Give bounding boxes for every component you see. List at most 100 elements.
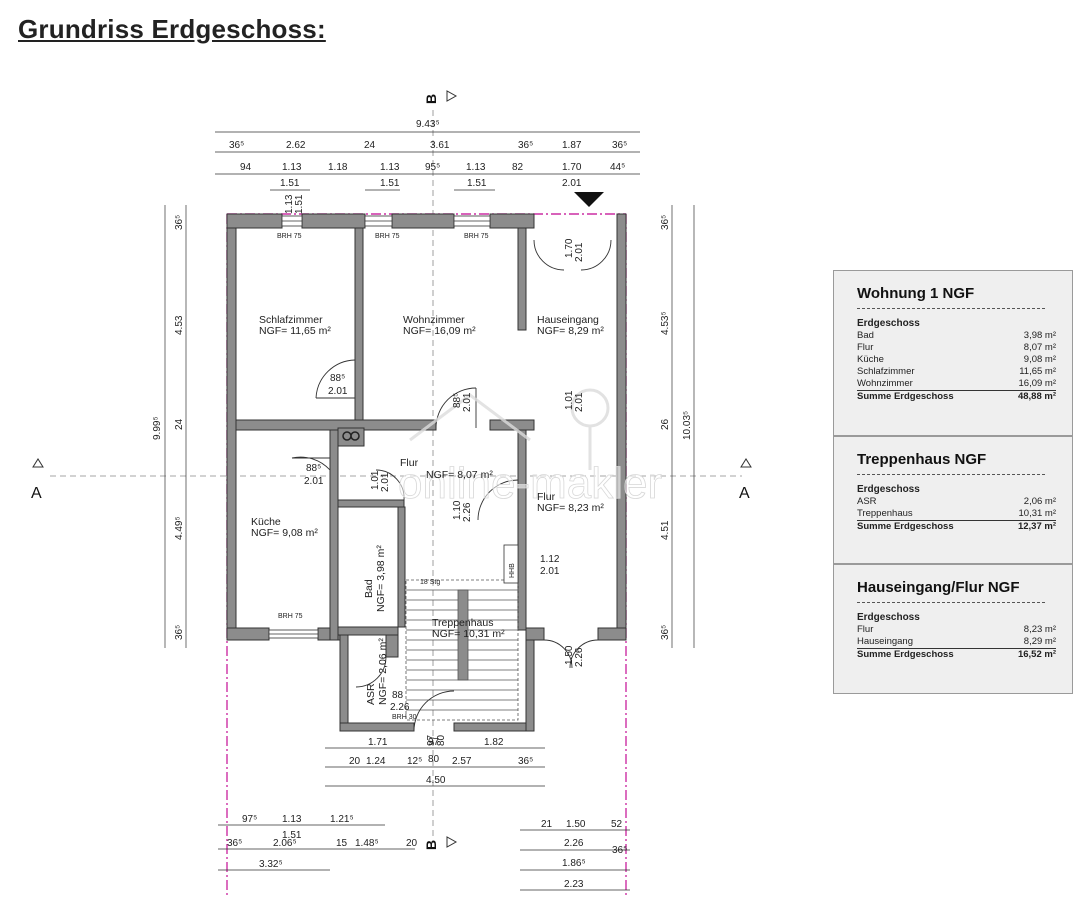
dim-text: 88⁵ [330, 373, 345, 384]
section-a-right: A [739, 485, 750, 502]
dim-text: 44⁵ [610, 162, 625, 173]
room-name: Flur [400, 457, 419, 469]
table-row: Hauseingang 8,29 m² [857, 636, 1056, 648]
dim-text: 97 [428, 737, 440, 748]
sum-label: Summe Erdgeschoss [857, 521, 954, 532]
sill-height-label: BRH 75 [464, 233, 489, 240]
dim-text: 1.10 [452, 500, 463, 520]
room-name: Küche [251, 516, 281, 528]
row-value: 3,98 m² [1023, 330, 1056, 341]
dim-text: 24 [174, 418, 185, 430]
dim-text: 82 [512, 162, 524, 173]
dim-text: 36⁵ [612, 845, 627, 856]
row-value: 11,65 m² [1019, 366, 1056, 377]
sum-value: 12,37 m² [1017, 521, 1056, 532]
dim-text: 4.53⁵ [660, 311, 671, 335]
row-label: Hauseingang [857, 636, 913, 647]
dim-text: 1.50 [564, 645, 575, 665]
watermark-logo [409, 388, 610, 470]
row-label: Treppenhaus [857, 508, 913, 519]
dim-text: 20 [349, 756, 361, 767]
hhb-label: HHB [509, 563, 516, 578]
dim-text: 1.13 [380, 162, 400, 173]
sill-height-label: BRH 75 [278, 613, 303, 620]
dim-text: 1.13 [466, 162, 486, 173]
dim-text: 2.01 [304, 476, 324, 487]
section-a-right-arrow-icon [740, 458, 752, 468]
row-label: Küche [857, 354, 884, 365]
room-area: NGF= 10,31 m² [432, 628, 505, 640]
dim-text: 1.82 [484, 737, 504, 748]
dim-text: 1.71 [368, 737, 388, 748]
room-area: NGF= 8,07 m² [426, 469, 493, 481]
row-value: 8,29 m² [1023, 636, 1056, 647]
room-area: NGF= 11,65 m² [259, 325, 331, 337]
dim-text: 97⁵ [242, 814, 257, 825]
dim-text: 1.50 [566, 819, 586, 830]
dim-text: 4.49⁵ [174, 516, 185, 540]
room-name: Hauseingang [537, 314, 599, 326]
windows [268, 215, 491, 639]
dim-text: 36⁵ [660, 215, 671, 230]
dim-text: 1.48⁵ [355, 838, 379, 849]
dim-text: 1.01 [370, 470, 381, 490]
section-markers: B B A A [31, 90, 752, 850]
small-labels: BRH 75 BRH 75 BRH 75 BRH 75 BRH 30 18 St… [277, 233, 516, 721]
stair-count-label: 18 Stg [420, 579, 440, 586]
dim-text: 88⁵ [452, 393, 463, 408]
dim-text: 1.51 [467, 178, 487, 189]
room-name: ASR [365, 683, 377, 705]
dim-text: 95⁵ [425, 162, 440, 173]
dim-overall-width: 9.43⁵ [416, 119, 440, 130]
dim-text: 1.51 [380, 178, 400, 189]
dim-text: 2.26 [462, 502, 473, 522]
dim-text: 36⁵ [612, 140, 627, 151]
section-a-left: A [31, 485, 42, 502]
dim-text: 1.70 [564, 238, 575, 258]
dim-text: 24 [364, 140, 376, 151]
chimney-icon [342, 431, 360, 441]
dim-text: 36⁵ [229, 140, 244, 151]
room-area: NGF= 9,08 m² [251, 527, 318, 539]
dim-text: 1.18 [328, 162, 348, 173]
sum-label: Summe Erdgeschoss [857, 649, 954, 660]
dim-text: 88 [392, 690, 404, 701]
dim-text: 2.01 [380, 472, 391, 492]
dim-text: 1.21⁵ [330, 814, 354, 825]
dim-text: 1.01 [564, 390, 575, 410]
dim-text: 2.62 [286, 140, 306, 151]
sill-height-label: BRH 75 [277, 233, 302, 240]
dim-text: 1.87 [562, 140, 582, 151]
dim-text: 2.26 [574, 647, 585, 667]
dim-text: 2.57 [452, 756, 472, 767]
dim-text: 94 [240, 162, 252, 173]
sum-value: 16,52 m² [1017, 649, 1056, 660]
dim-text: 88⁵ [306, 463, 321, 474]
row-value: 2,06 m² [1023, 496, 1056, 507]
dim-text: 1.13 [282, 162, 302, 173]
dim-text: 4.53 [174, 315, 185, 335]
row-label: Flur [857, 624, 874, 635]
dim-text: 36⁵ [227, 838, 242, 849]
dim-text: 4.51 [660, 520, 671, 540]
room-name: Bad [363, 579, 375, 598]
dim-text: 2.01 [462, 392, 473, 412]
row-label: Flur [857, 342, 874, 353]
dim-text: 80 [428, 754, 440, 765]
table-heading: Treppenhaus NGF [857, 451, 987, 468]
row-value: 16,09 m² [1018, 378, 1057, 389]
room-area: NGF= 8,29 m² [537, 325, 604, 337]
row-value: 8,07 m² [1023, 342, 1056, 353]
dim-text: 1.24 [366, 756, 386, 767]
dim-text: 3.32⁵ [259, 859, 283, 870]
